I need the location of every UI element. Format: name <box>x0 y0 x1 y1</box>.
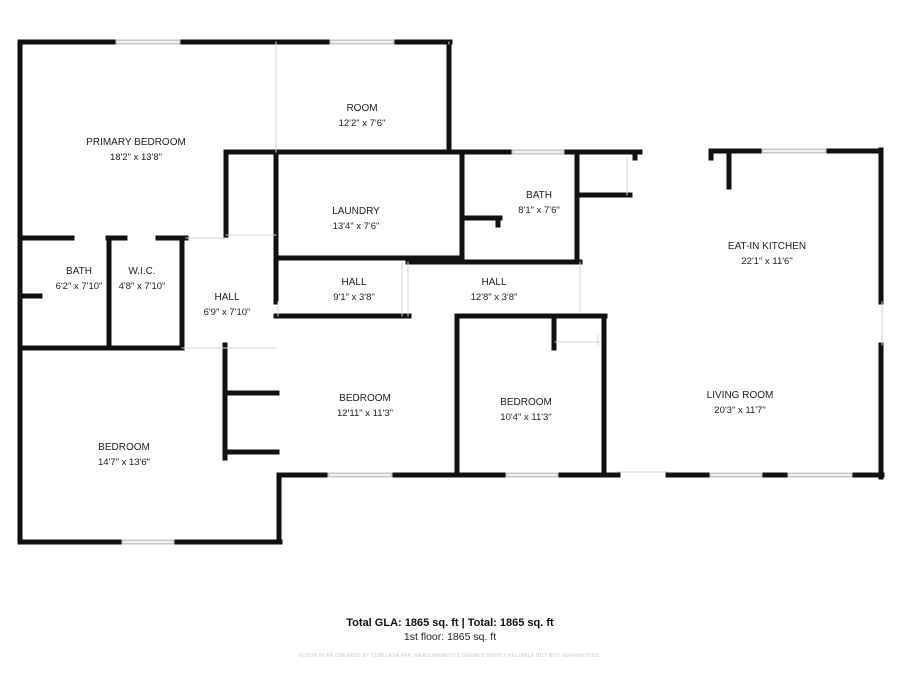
room-name-hall: HALL <box>481 277 506 288</box>
room-name-laundry: LAUNDRY <box>332 206 380 217</box>
room-name-primary-bedroom: PRIMARY BEDROOM <box>86 137 186 148</box>
disclaimer: FLOOR PLAN CREATED BY CUBICASA APP. MEAS… <box>298 653 602 659</box>
room-dimensions: 6'2" x 7'10" <box>56 281 103 292</box>
room-name-eat-in-kitchen: EAT-IN KITCHEN <box>728 241 806 252</box>
walls <box>17 39 885 545</box>
room-dimensions: 14'7" x 13'6" <box>98 457 150 468</box>
room-dimensions: 12'8" x 3'8" <box>471 292 518 303</box>
room-name-hall: HALL <box>341 277 366 288</box>
room-name-room: ROOM <box>346 103 377 114</box>
room-dimensions: 20'3" x 11'7" <box>714 405 765 416</box>
room-dimensions: 4'8" x 7'10" <box>119 281 166 292</box>
room-dimensions: 22'1" x 11'6" <box>741 256 792 267</box>
room-dimensions: 10'4" x 11'3" <box>500 412 551 423</box>
room-name-bedroom: BEDROOM <box>98 442 150 453</box>
room-name-bedroom: BEDROOM <box>500 397 552 408</box>
room-dimensions: 9'1" x 3'8" <box>333 292 375 303</box>
door-openings <box>181 41 883 473</box>
room-dimensions: 12'2" x 7'6" <box>339 118 386 129</box>
room-name-bath: BATH <box>526 190 552 201</box>
total-area: Total GLA: 1865 sq. ft | Total: 1865 sq.… <box>346 617 554 629</box>
room-name-living-room: LIVING ROOM <box>707 390 774 401</box>
room-dimensions: 6'9" x 7'10" <box>204 307 251 318</box>
room-labels: PRIMARY BEDROOM 18'2" x 13'8" ROOM 12'2" x … <box>56 103 806 468</box>
windows <box>115 39 853 545</box>
room-dimensions: 18'2" x 13'8" <box>110 152 162 163</box>
room-name-w-i-c: W.I.C. <box>128 266 155 277</box>
room-dimensions: 13'4" x 7'6" <box>333 221 380 232</box>
room-dimensions: 12'11" x 11'3" <box>337 408 393 419</box>
floor-area: 1st floor: 1865 sq. ft <box>403 631 497 643</box>
room-name-hall: HALL <box>214 292 239 303</box>
room-name-bath: BATH <box>66 266 92 277</box>
room-name-bedroom: BEDROOM <box>339 393 391 404</box>
floor-plan: PRIMARY BEDROOM 18'2" x 13'8" ROOM 12'2" x … <box>17 39 885 545</box>
room-dimensions: 8'1" x 7'6" <box>518 205 560 216</box>
